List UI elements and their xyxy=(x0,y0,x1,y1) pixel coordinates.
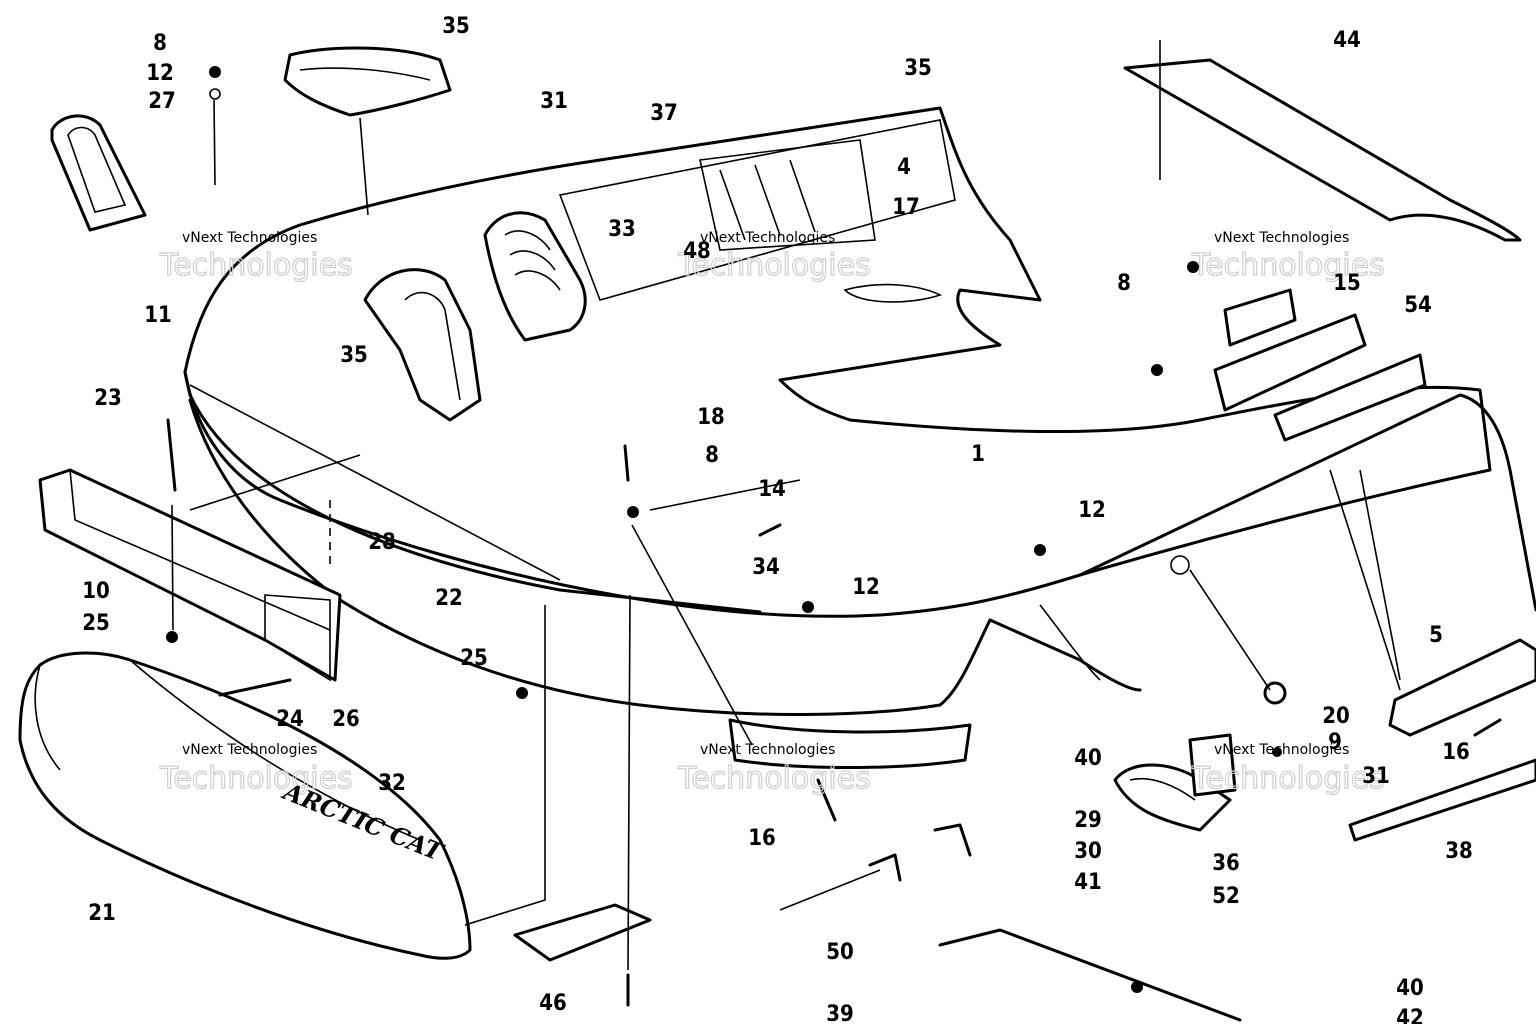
callout-33: 33 xyxy=(608,217,636,242)
callout-36: 36 xyxy=(1212,851,1240,876)
windshield-part xyxy=(1123,58,1522,242)
callout-9: 9 xyxy=(1328,730,1342,755)
callout-40: 40 xyxy=(1074,746,1102,771)
callout-21: 21 xyxy=(88,901,116,926)
callout-37: 37 xyxy=(650,101,678,126)
nose-cone-part xyxy=(18,651,472,960)
callout-38: 38 xyxy=(1445,839,1473,864)
callout-44: 44 xyxy=(1333,28,1361,53)
callout-23: 23 xyxy=(94,386,122,411)
callout-16: 16 xyxy=(748,826,776,851)
callout-17: 17 xyxy=(892,195,920,220)
callout-16: 16 xyxy=(1442,740,1470,765)
watermark-text: vNext Technologies xyxy=(182,742,317,758)
rail-part xyxy=(1348,638,1536,842)
grab-handle-part xyxy=(1113,733,1237,832)
callout-12: 12 xyxy=(1078,498,1106,523)
watermark-text: vNext Technologies xyxy=(1214,742,1349,758)
callout-8: 8 xyxy=(705,443,719,468)
watermarks: vNext Technologies Technologies vNext Te… xyxy=(158,230,1385,797)
callout-20: 20 xyxy=(1322,704,1350,729)
callout-54: 54 xyxy=(1404,293,1432,318)
callout-35: 35 xyxy=(904,56,932,81)
callout-35: 35 xyxy=(442,14,470,39)
callout-22: 22 xyxy=(435,586,463,611)
side-panel-part xyxy=(1078,393,1536,681)
callout-4: 4 xyxy=(897,155,911,180)
watermark-text: vNext Technologies xyxy=(700,230,835,246)
callout-50: 50 xyxy=(826,940,854,965)
callout-40: 40 xyxy=(1396,976,1424,1001)
callout-31: 31 xyxy=(1362,764,1390,789)
callout-26: 26 xyxy=(332,707,360,732)
watermark-text: Technologies xyxy=(159,761,353,796)
callout-15: 15 xyxy=(1333,271,1361,296)
callout-labels: 8 12 27 35 31 37 35 4 17 33 48 44 8 15 54 11 35 23 18 8 1 14 1… xyxy=(82,14,1473,1024)
air-duct-part xyxy=(483,211,587,342)
callout-31: 31 xyxy=(540,89,568,114)
callout-35: 35 xyxy=(340,343,368,368)
callout-46: 46 xyxy=(539,991,567,1016)
callout-25: 25 xyxy=(460,646,488,671)
callout-34: 34 xyxy=(752,555,780,580)
callout-5: 5 xyxy=(1429,623,1443,648)
callout-42: 42 xyxy=(1396,1006,1424,1024)
lower-pan-part xyxy=(188,398,1142,716)
lower-bracket-part xyxy=(513,823,1242,1022)
assembly-lines xyxy=(171,40,1401,971)
callout-18: 18 xyxy=(697,405,725,430)
callout-12: 12 xyxy=(146,61,174,86)
callout-14: 14 xyxy=(758,477,786,502)
callout-41: 41 xyxy=(1074,870,1102,895)
watermark-text: Technologies xyxy=(159,248,353,283)
watermark-text: Technologies xyxy=(677,248,871,283)
watermark-text: Technologies xyxy=(677,761,871,796)
callout-32: 32 xyxy=(378,771,406,796)
lower-trim-part xyxy=(728,718,972,769)
headlight-pod-part xyxy=(363,268,482,422)
dash-pod-part xyxy=(283,46,452,117)
callout-1: 1 xyxy=(971,442,985,467)
watermark-text: vNext Technologies xyxy=(182,230,317,246)
gasket-part xyxy=(50,114,147,232)
callout-39: 39 xyxy=(826,1002,854,1024)
callout-10: 10 xyxy=(82,579,110,604)
callout-29: 29 xyxy=(1074,808,1102,833)
watermark-text: vNext Technologies xyxy=(700,742,835,758)
front-bumper-beam-part xyxy=(38,468,342,682)
callout-25: 25 xyxy=(82,611,110,636)
callout-11: 11 xyxy=(144,303,172,328)
callout-24: 24 xyxy=(276,707,304,732)
callout-52: 52 xyxy=(1212,884,1240,909)
hardware-part xyxy=(166,66,1502,1007)
callout-28: 28 xyxy=(368,530,396,555)
callout-12: 12 xyxy=(852,575,880,600)
callout-48: 48 xyxy=(683,239,711,264)
brackets-part xyxy=(1213,288,1427,442)
watermark-text: vNext Technologies xyxy=(1214,230,1349,246)
watermark-text: Technologies xyxy=(1191,761,1385,796)
watermark-text: Technologies xyxy=(1191,248,1385,283)
callout-27: 27 xyxy=(148,89,176,114)
callout-8: 8 xyxy=(1117,271,1131,296)
callout-30: 30 xyxy=(1074,839,1102,864)
callout-8: 8 xyxy=(153,31,167,56)
